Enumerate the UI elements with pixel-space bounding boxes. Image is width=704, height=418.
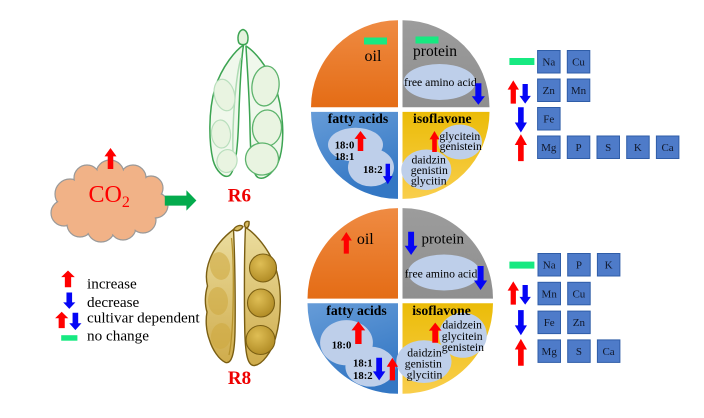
svg-text:18:0: 18:0 xyxy=(335,140,355,152)
svg-text:protein: protein xyxy=(422,231,465,247)
svg-text:Cu: Cu xyxy=(572,57,585,69)
svg-text:Zn: Zn xyxy=(573,317,586,329)
svg-text:P: P xyxy=(575,142,581,154)
svg-text:Fe: Fe xyxy=(543,114,554,126)
svg-text:Cu: Cu xyxy=(572,288,585,300)
svg-text:Mn: Mn xyxy=(542,288,558,300)
svg-text:increase: increase xyxy=(87,275,137,292)
svg-text:free amino acid: free amino acid xyxy=(404,76,477,89)
svg-text:glycitin: glycitin xyxy=(407,369,443,382)
svg-text:isoflavone: isoflavone xyxy=(412,303,471,318)
svg-text:no change: no change xyxy=(87,328,149,345)
svg-text:oil: oil xyxy=(365,48,382,65)
svg-text:cultivar dependent: cultivar dependent xyxy=(87,310,200,327)
svg-text:Mn: Mn xyxy=(571,85,587,97)
svg-text:18:1: 18:1 xyxy=(353,357,373,369)
svg-text:daidzin: daidzin xyxy=(407,347,442,360)
svg-text:genistin: genistin xyxy=(405,357,442,370)
svg-text:K: K xyxy=(634,142,642,154)
svg-text:18:2: 18:2 xyxy=(363,164,383,176)
svg-text:18:0: 18:0 xyxy=(332,340,352,352)
svg-text:CO2: CO2 xyxy=(89,182,130,211)
svg-text:Mg: Mg xyxy=(541,142,557,154)
svg-text:Mg: Mg xyxy=(542,346,558,358)
svg-text:genistin: genistin xyxy=(411,164,448,177)
svg-text:free amino acid: free amino acid xyxy=(405,268,478,281)
svg-text:protein: protein xyxy=(413,43,457,60)
svg-text:Zn: Zn xyxy=(543,85,556,97)
svg-text:fatty acids: fatty acids xyxy=(328,111,388,126)
svg-text:S: S xyxy=(576,346,582,358)
svg-text:genistein: genistein xyxy=(442,341,484,354)
svg-text:Na: Na xyxy=(542,57,555,69)
svg-text:R6: R6 xyxy=(228,185,251,206)
svg-text:fatty acids: fatty acids xyxy=(326,303,386,318)
svg-text:Na: Na xyxy=(543,260,556,272)
svg-text:R8: R8 xyxy=(228,368,251,389)
svg-text:daidzin: daidzin xyxy=(411,154,446,167)
svg-text:18:2: 18:2 xyxy=(353,370,373,382)
svg-text:Fe: Fe xyxy=(544,317,555,329)
svg-text:daidzein: daidzein xyxy=(442,319,482,332)
svg-text:18:1: 18:1 xyxy=(335,151,355,163)
svg-text:Ca: Ca xyxy=(602,346,614,358)
svg-text:glycitin: glycitin xyxy=(411,175,447,188)
svg-text:decrease: decrease xyxy=(87,294,140,311)
svg-text:glycitein: glycitein xyxy=(439,130,480,143)
svg-text:glycitein: glycitein xyxy=(442,330,483,343)
svg-text:oil: oil xyxy=(357,231,374,248)
svg-text:P: P xyxy=(576,260,582,272)
svg-text:genistein: genistein xyxy=(440,140,482,153)
svg-text:isoflavone: isoflavone xyxy=(413,111,472,126)
svg-text:Ca: Ca xyxy=(661,142,673,154)
svg-text:S: S xyxy=(605,142,611,154)
svg-text:K: K xyxy=(605,260,613,272)
